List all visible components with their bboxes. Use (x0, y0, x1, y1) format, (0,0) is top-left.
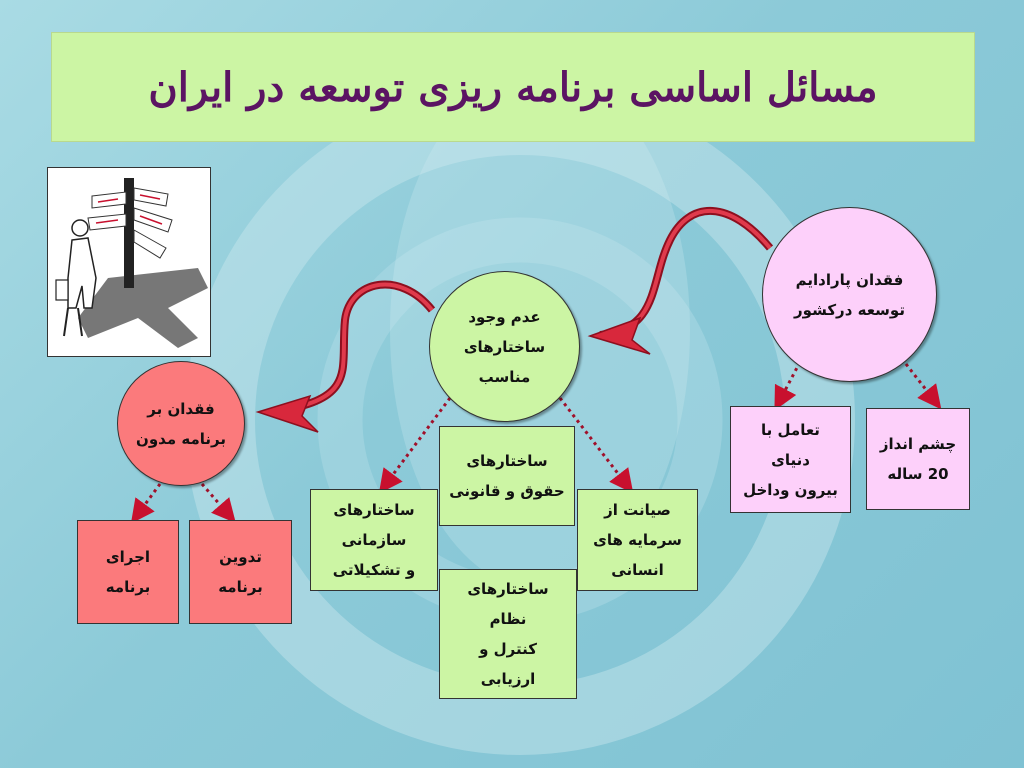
node-implement-program: اجرای برنامه (77, 520, 179, 624)
node-line: عدم وجود (468, 307, 541, 326)
node-line: برنامه (105, 578, 151, 596)
node-line: برنامه (218, 578, 263, 596)
node-line: بیرون وداخل (743, 480, 838, 499)
node-line: انسانی (611, 561, 664, 579)
node-line: ارزیابی (480, 670, 536, 688)
node-compile-program: تدوین برنامه (189, 520, 292, 624)
node-line: چشم انداز (879, 435, 957, 453)
node-line: کنترل و (479, 640, 537, 658)
node-line: 20 ساله (887, 465, 949, 483)
node-line: ساختارهای (463, 337, 546, 356)
node-control-structures: ساختارهای نظام کنترل و ارزیابی (439, 569, 577, 699)
node-line: سرمایه های (593, 531, 682, 549)
node-paradigm: فقدان پارادایم توسعه درکشور (762, 207, 937, 382)
node-line: برنامه مدون (136, 429, 226, 448)
node-line: مناسب (478, 367, 531, 386)
node-line: فقدان بر (147, 399, 215, 418)
man-at-signpost-icon (55, 178, 208, 348)
node-program: فقدان بر برنامه مدون (117, 361, 245, 486)
node-line: ساختارهای (333, 501, 415, 519)
node-line: تعامل با (761, 420, 820, 439)
node-line: دنیای (771, 450, 810, 469)
node-org-structures: ساختارهای سازمانی و تشکیلاتی (310, 489, 438, 591)
node-line: نظام (489, 610, 527, 628)
node-line: ساختارهای (467, 580, 549, 598)
node-line: اجرای (105, 548, 151, 566)
node-interaction: تعامل با دنیای بیرون وداخل (730, 406, 851, 513)
node-legal-structures: ساختارهای حقوق و قانونی (439, 426, 575, 526)
node-human-capital: صیانت از سرمایه های انسانی (577, 489, 698, 591)
node-line: توسعه درکشور (794, 300, 905, 319)
node-line: سازمانی (341, 531, 407, 549)
node-line: صیانت از (604, 501, 671, 519)
clipart-frame (47, 167, 211, 357)
node-vision: چشم انداز 20 ساله (866, 408, 970, 510)
page-title: مسائل اساسی برنامه ریزی توسعه در ایران (148, 63, 878, 111)
node-line: فقدان پارادایم (795, 270, 904, 289)
title-bar: مسائل اساسی برنامه ریزی توسعه در ایران (51, 32, 975, 142)
node-line: و تشکیلاتی (332, 561, 416, 579)
node-line: حقوق و قانونی (449, 482, 565, 500)
node-center-structures: عدم وجود ساختارهای مناسب (429, 271, 580, 422)
node-line: ساختارهای (466, 452, 548, 470)
node-line: تدوین (219, 548, 262, 566)
